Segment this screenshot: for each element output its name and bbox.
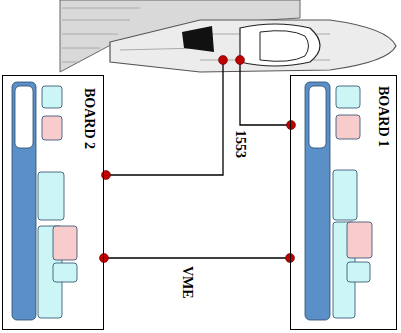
board-components-part xyxy=(336,86,360,108)
board-components-part xyxy=(309,86,326,148)
board-components-part xyxy=(15,86,33,148)
bus-label: VME xyxy=(179,266,195,299)
board-title: BOARD 2 xyxy=(81,88,97,149)
bus-line xyxy=(104,257,290,258)
bus-dots xyxy=(102,56,296,180)
aircraft-part xyxy=(110,20,396,72)
aircraft xyxy=(60,0,396,72)
bus-dots-part xyxy=(102,171,111,180)
bus-dot xyxy=(100,254,109,263)
board-components-part xyxy=(42,116,62,140)
board-components-part xyxy=(336,115,360,139)
aircraft-part xyxy=(260,31,309,62)
board-components-part xyxy=(38,172,64,220)
bus-1553-wires-part xyxy=(240,60,291,125)
board-components-part xyxy=(347,222,372,258)
bus-dots-part xyxy=(287,121,296,130)
bus-dots-part xyxy=(236,56,245,65)
board-components-part xyxy=(53,263,77,282)
board-title: BOARD 1 xyxy=(375,86,391,147)
board-components-part xyxy=(53,226,77,260)
bus-1553-wires xyxy=(106,60,291,175)
board-components-part xyxy=(12,82,36,320)
board-components-part xyxy=(347,262,370,282)
bus-label: 1553 xyxy=(232,130,248,158)
bus-dots-part xyxy=(219,56,228,65)
board-components-part xyxy=(42,86,62,108)
board-components xyxy=(12,82,372,320)
bus-connector xyxy=(100,254,295,263)
board-components-part xyxy=(305,82,330,320)
aircraft-part xyxy=(182,26,214,52)
board-components-part xyxy=(333,170,357,220)
bus-1553-wires-part xyxy=(106,60,223,175)
board: BOARD 2 xyxy=(2,75,104,330)
aircraft-part xyxy=(240,24,320,66)
board: BOARD 1 xyxy=(290,75,397,330)
